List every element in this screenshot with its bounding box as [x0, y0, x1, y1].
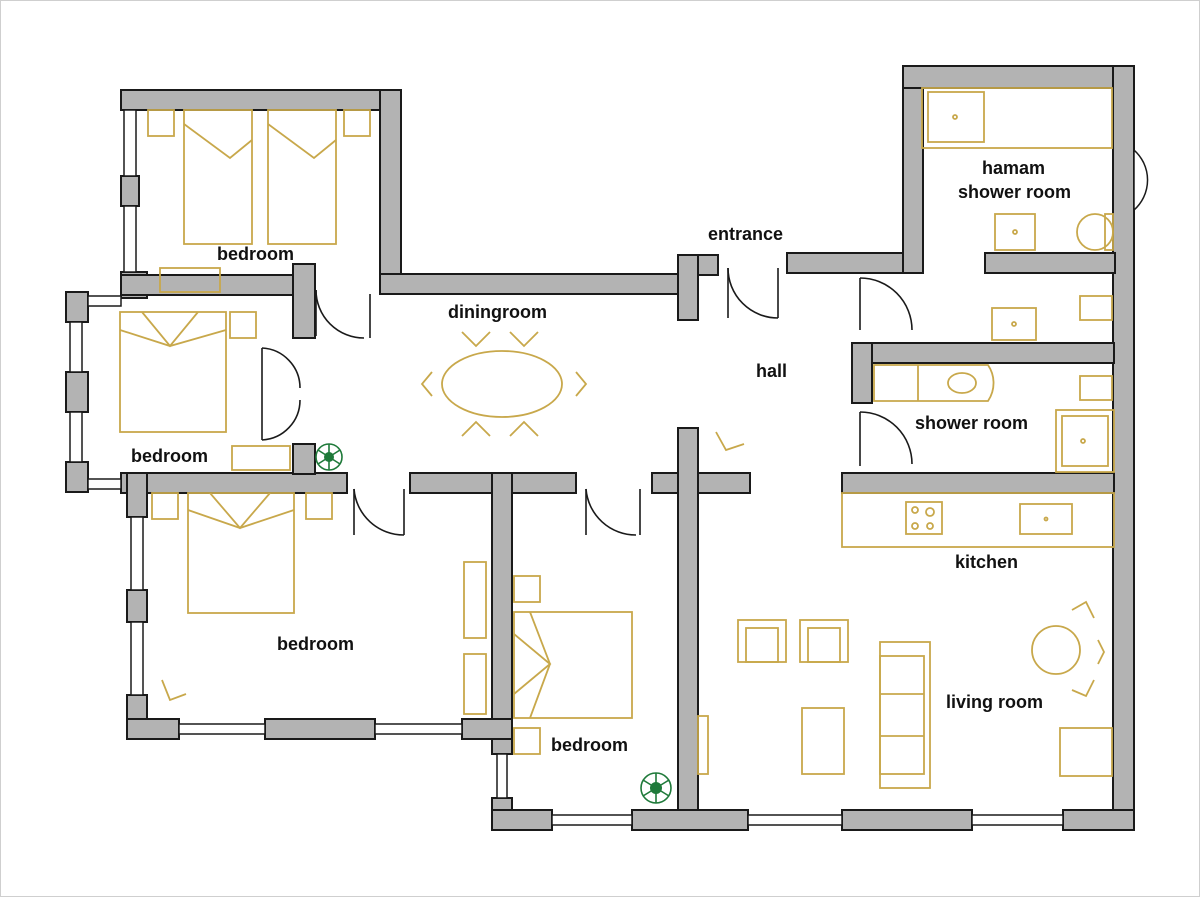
label-bedroom-sw: bedroom	[277, 634, 354, 654]
label-shower-room: shower room	[915, 413, 1028, 433]
label-bedroom-west: bedroom	[131, 446, 208, 466]
sofa-icon	[879, 641, 931, 789]
table-icon	[697, 625, 1113, 777]
bed-icon	[119, 311, 291, 471]
label-hamam-shower-room: shower room	[958, 182, 1071, 202]
stove-icon	[841, 492, 1115, 548]
table-icon	[441, 350, 563, 418]
bed-icon	[463, 561, 633, 755]
door-swing-icon	[261, 267, 913, 536]
bed-icon	[147, 109, 371, 293]
label-diningroom: diningroom	[448, 302, 547, 322]
label-living-room: living room	[946, 692, 1043, 712]
plant-icon	[640, 772, 672, 804]
windows	[69, 109, 1149, 826]
label-bedroom-top: bedroom	[217, 244, 294, 264]
label-bedroom-south: bedroom	[551, 735, 628, 755]
plant-icon	[315, 443, 343, 471]
room-labels: bedroom diningroom entrance hall hamam s…	[131, 158, 1071, 755]
armchair-icon	[737, 619, 849, 663]
walls	[65, 65, 1135, 831]
chair-icon	[1071, 600, 1106, 698]
bed-icon	[151, 492, 333, 614]
label-hamam: hamam	[982, 158, 1045, 178]
shower-tray-icon	[1055, 409, 1115, 473]
label-hall: hall	[756, 361, 787, 381]
bathtub-icon	[921, 87, 1113, 149]
toilet-icon	[994, 213, 1114, 401]
chair-icon	[161, 331, 745, 702]
label-kitchen: kitchen	[955, 552, 1018, 572]
sink-icon	[873, 307, 1037, 402]
label-entrance: entrance	[708, 224, 783, 244]
